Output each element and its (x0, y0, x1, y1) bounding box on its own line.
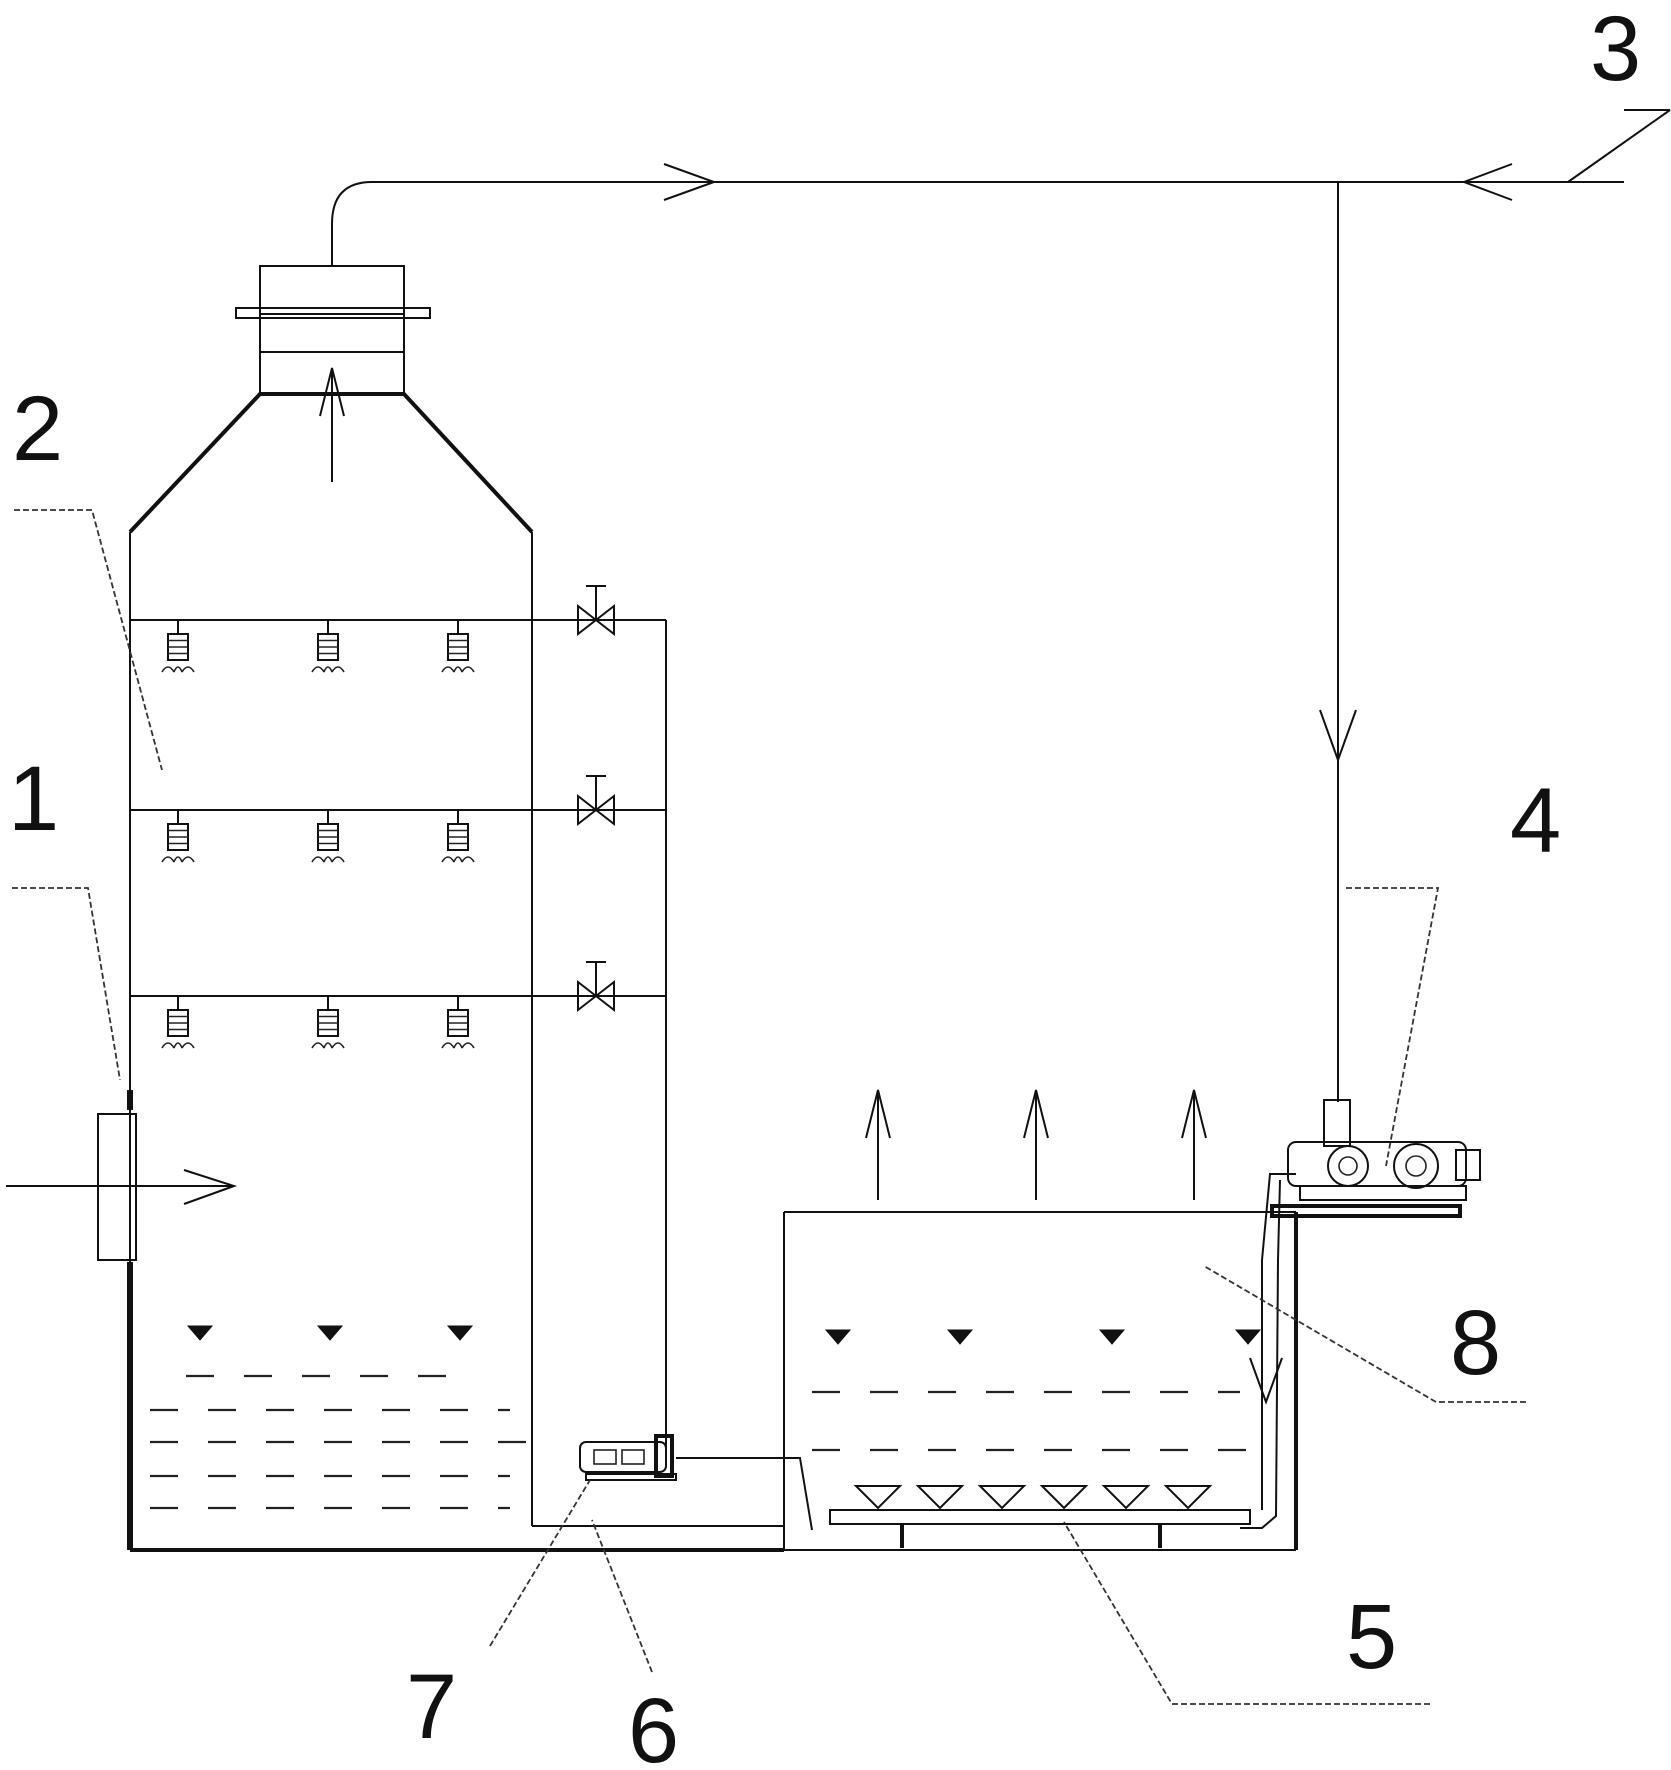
spray-nozzle-icon (161, 810, 195, 863)
spray-headers (130, 585, 667, 1456)
spray-nozzle-icon (311, 620, 345, 673)
label-1: 1 (8, 748, 59, 850)
number-labels: 1 2 3 4 5 6 7 8 (8, 0, 1641, 1770)
circulation-tank (783, 1089, 1298, 1551)
gate-valve-icon (577, 585, 615, 637)
diffuser-icon (1039, 1485, 1089, 1510)
spray-nozzle-icon (441, 810, 475, 863)
label-8: 8 (1450, 1292, 1501, 1394)
gas-piping (331, 109, 1671, 1102)
diffuser-icon (1101, 1485, 1151, 1510)
gate-valve-icon (577, 775, 615, 827)
diffuser-icon (1163, 1485, 1213, 1510)
label-5: 5 (1346, 1586, 1397, 1688)
label-2: 2 (12, 378, 63, 480)
spray-nozzle-icon (161, 620, 195, 673)
spray-nozzle-icon (441, 620, 475, 673)
spray-nozzle-icon (161, 996, 195, 1049)
diffuser-icon (915, 1485, 965, 1510)
label-3: 3 (1590, 0, 1641, 100)
leader-lines (12, 509, 1526, 1705)
circulation-pump (579, 1434, 813, 1531)
diffuser-icon (853, 1485, 903, 1510)
spray-nozzle-icon (311, 810, 345, 863)
label-6: 6 (628, 1680, 679, 1770)
label-4: 4 (1510, 770, 1561, 872)
spray-nozzle-icon (311, 996, 345, 1049)
spray-nozzle-icon (441, 996, 475, 1049)
gate-valve-icon (577, 961, 615, 1013)
absorption-tower (6, 265, 785, 1552)
label-7: 7 (406, 1656, 457, 1758)
diffuser-icon (977, 1485, 1027, 1510)
blower-fan (1240, 1099, 1481, 1529)
